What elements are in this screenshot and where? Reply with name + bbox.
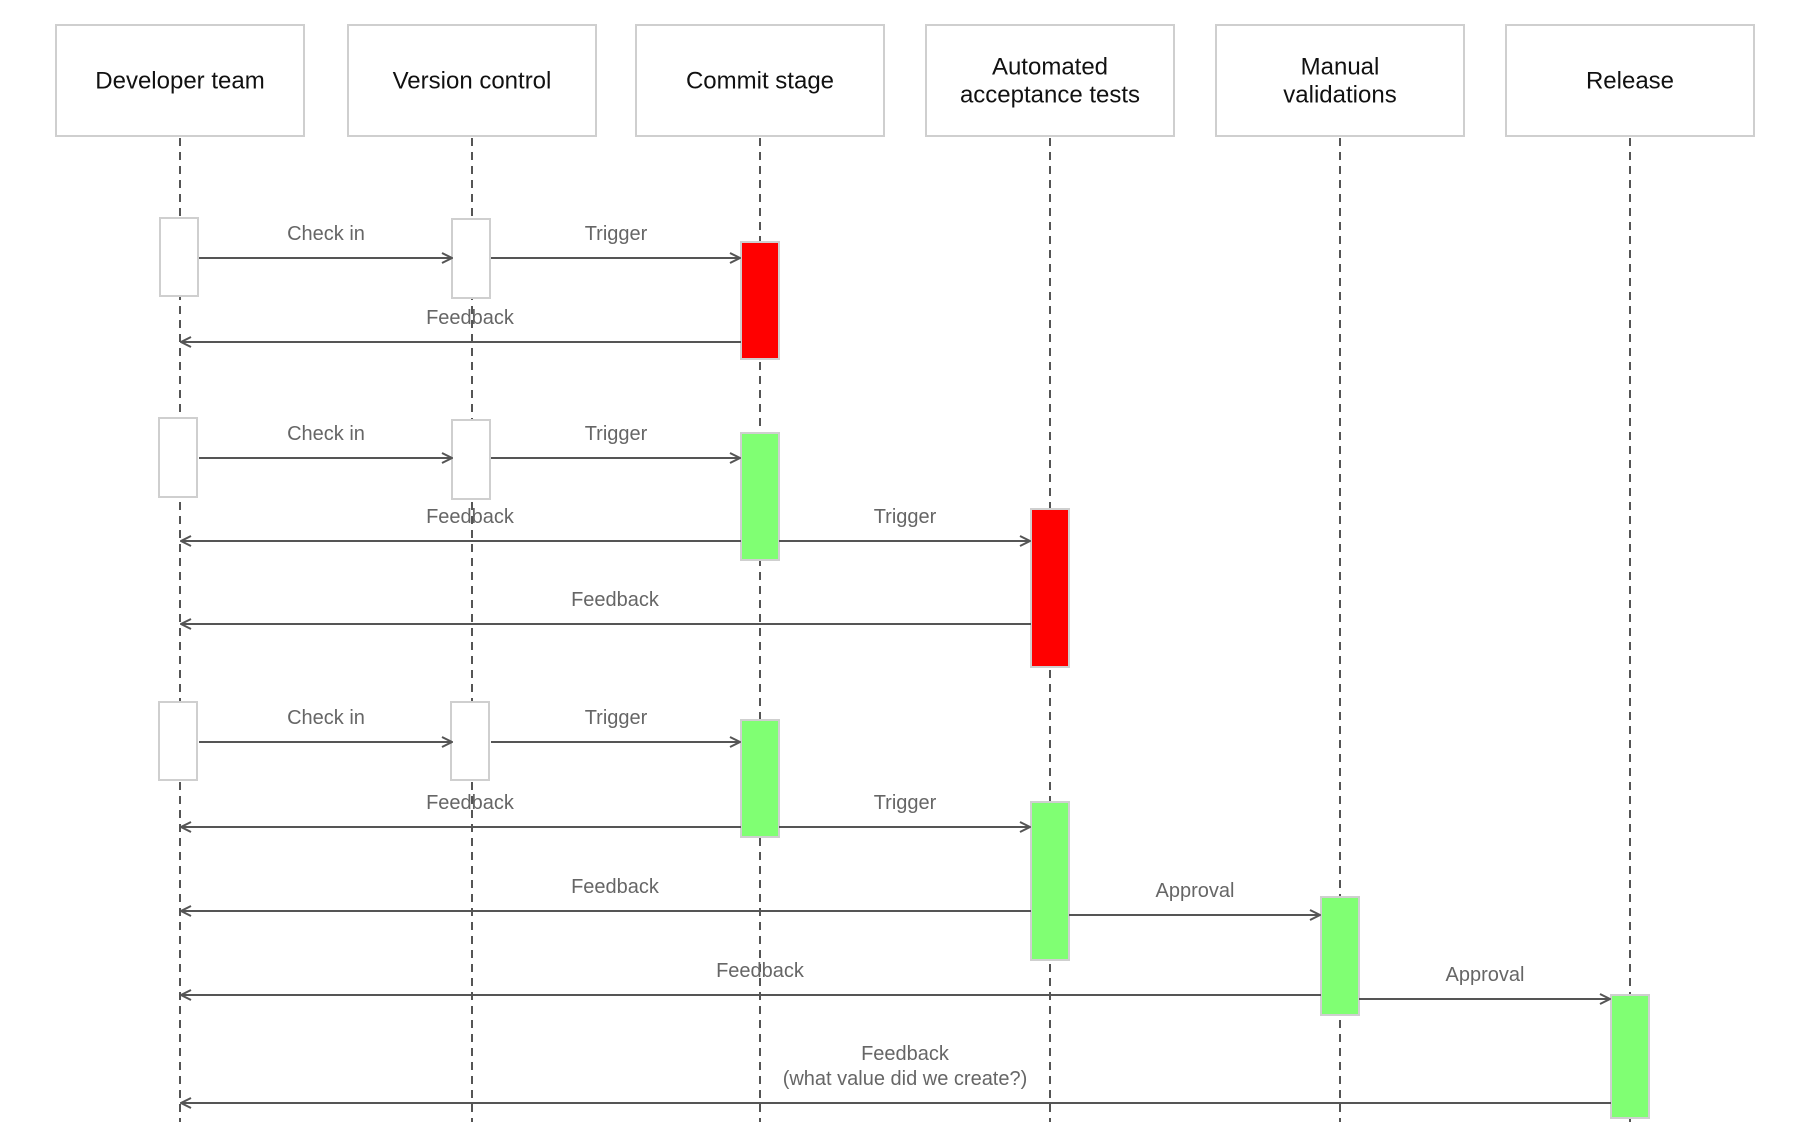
message-arrow: Feedback <box>181 960 1321 995</box>
message-label: Feedback <box>426 506 515 528</box>
activation-pass <box>1610 994 1650 1119</box>
activation-neutral <box>451 218 491 299</box>
message-label: Feedback <box>571 589 660 611</box>
message-label: Check in <box>287 707 365 729</box>
participant-box: Version control <box>347 24 597 137</box>
message-arrow: Check in <box>199 223 452 258</box>
activation-pass <box>1030 801 1070 961</box>
message-arrow: Trigger <box>779 792 1030 827</box>
activation-neutral <box>158 701 198 781</box>
message-label: Trigger <box>585 223 648 245</box>
activation-pass <box>740 432 780 561</box>
message-label: Trigger <box>585 707 648 729</box>
participant-label: Commit stage <box>686 68 834 95</box>
message-arrow: Feedback <box>181 307 741 342</box>
message-label: Feedback <box>426 307 515 329</box>
message-arrow: Trigger <box>779 506 1030 541</box>
participant-frame <box>1215 24 1465 137</box>
message-arrow: Feedback <box>181 506 741 541</box>
participant-frame <box>635 24 885 137</box>
message-arrow: Approval <box>1069 880 1320 915</box>
activation-neutral <box>159 217 199 297</box>
participant-box: Developer team <box>55 24 305 137</box>
activation-neutral <box>451 419 491 500</box>
message-label: Feedback <box>716 960 805 982</box>
message-arrow: Feedback(what value did we create?) <box>181 1043 1611 1103</box>
participant-box: Commit stage <box>635 24 885 137</box>
activation-pass <box>1320 896 1360 1016</box>
participant-label: Version control <box>393 68 552 95</box>
message-label: Check in <box>287 223 365 245</box>
message-arrow: Feedback <box>181 792 741 827</box>
participant-label: Developer team <box>95 68 264 95</box>
participant-box: Release <box>1505 24 1755 137</box>
message-arrow: Feedback <box>181 589 1031 624</box>
message-arrow: Feedback <box>181 876 1031 911</box>
message-label: Approval <box>1156 880 1235 902</box>
message-label: Feedback <box>426 792 515 814</box>
message-arrow: Approval <box>1359 964 1610 999</box>
participant-frame <box>55 24 305 137</box>
participant-label: Release <box>1586 68 1674 95</box>
message-label: Trigger <box>585 423 648 445</box>
participant-frame <box>347 24 597 137</box>
message-label: Feedback(what value did we create?) <box>783 1043 1028 1090</box>
message-label: Trigger <box>874 792 937 814</box>
message-label: Check in <box>287 423 365 445</box>
participant-frame <box>1505 24 1755 137</box>
message-label: Trigger <box>874 506 937 528</box>
message-label: Approval <box>1446 964 1525 986</box>
message-arrow: Trigger <box>491 223 740 258</box>
activation-pass <box>740 719 780 838</box>
activation-neutral <box>158 417 198 498</box>
message-arrow: Check in <box>199 707 452 742</box>
activation-fail <box>740 241 780 360</box>
message-arrow: Check in <box>199 423 452 458</box>
message-arrow: Trigger <box>491 423 740 458</box>
message-arrow: Trigger <box>491 707 740 742</box>
message-label: Feedback <box>571 876 660 898</box>
activation-neutral <box>450 701 490 781</box>
activation-fail <box>1030 508 1070 668</box>
participant-frame <box>925 24 1175 137</box>
